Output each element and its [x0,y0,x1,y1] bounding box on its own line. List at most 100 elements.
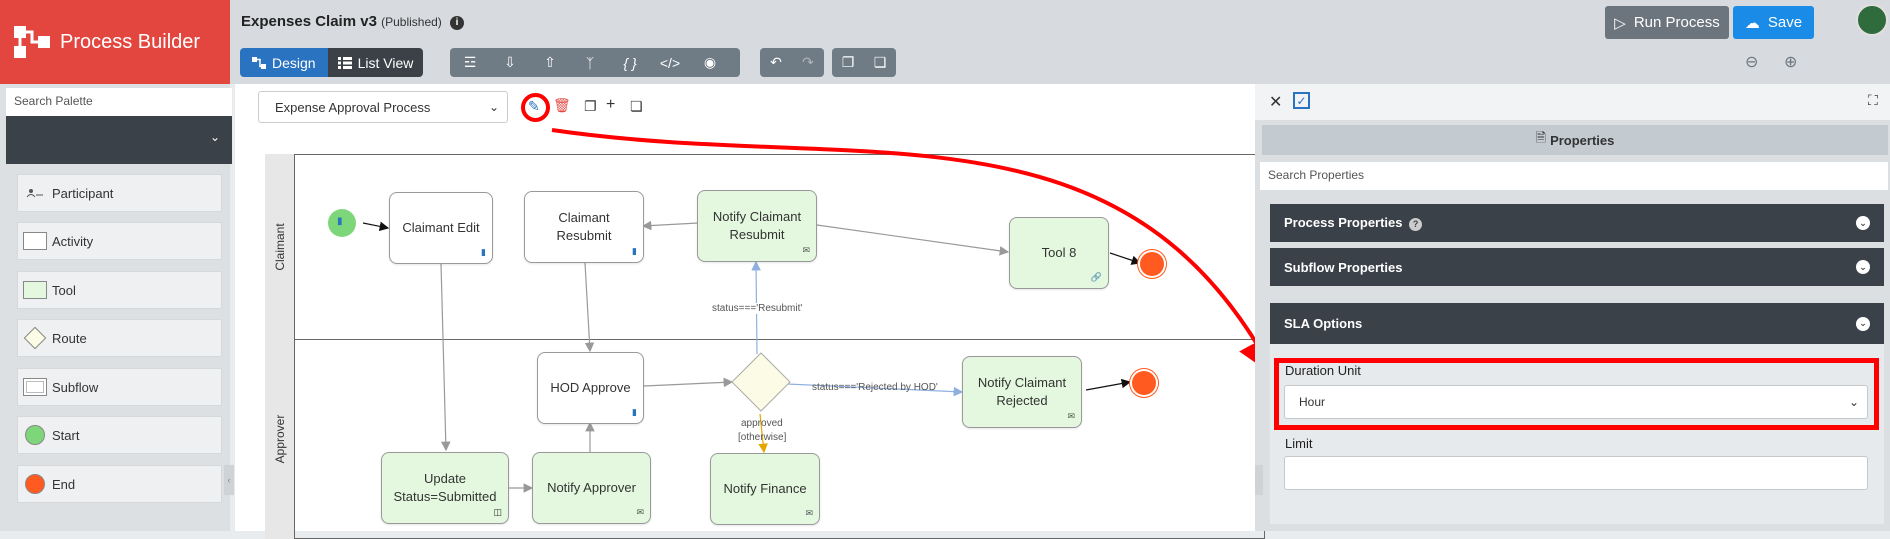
tool-tool-8[interactable]: Tool 8 🔗 [1009,217,1109,289]
process-select[interactable]: Expense Approval Process ⌄ [258,91,508,123]
palette-item-participant[interactable]: Participant [17,174,222,212]
copy-icon[interactable]: ❐ [841,54,855,70]
swimlane-label: Claimant [265,154,295,340]
palette-item-end[interactable]: End [17,465,222,503]
paste-process-icon[interactable]: ❏ [630,98,643,114]
import-icon[interactable]: ⇩ [504,54,516,70]
view-switcher: Design List View [240,48,424,77]
limit-label: Limit [1285,436,1313,451]
database-icon: ◫ [493,506,502,517]
palette-item-subflow[interactable]: Subflow [17,368,222,406]
run-process-label: Run Process [1633,14,1720,31]
process-properties-section[interactable]: Process Properties ? ⌄ [1270,204,1884,242]
palette-search-input[interactable]: Search Palette [6,88,232,116]
add-process-icon[interactable]: + [606,96,616,113]
variables-icon[interactable]: { } [623,54,637,71]
activity-claimant-edit[interactable]: Claimant Edit ▮ [389,192,493,264]
transition-label-rejected[interactable]: status==='Rejected by HOD' [812,382,938,393]
link-icon: 🔗 [1090,271,1102,282]
palette-category-dropdown[interactable]: ⌄ [6,116,232,164]
copy-process-icon[interactable]: ❐ [584,98,597,114]
palette-item-route[interactable]: Route [17,319,222,357]
transition-label-otherwise[interactable]: [otherwise] [738,432,787,443]
save-button[interactable]: ☁ Save [1733,6,1814,39]
node-label: HOD Approve [550,380,631,396]
transition-label-resubmit[interactable]: status==='Resubmit' [712,303,803,314]
palette-item-label: End [52,476,76,492]
subflow-icon [18,378,52,396]
form-icon: ▮ [337,216,343,227]
swimlane-label: Approver [265,339,295,539]
document-icon: 🗎 [1535,130,1547,145]
palette-item-activity[interactable]: Activity [17,222,222,260]
undo-icon[interactable]: ↶ [770,54,782,70]
paste-icon[interactable]: ❏ [873,54,887,70]
org-chart-icon[interactable]: ☲ [463,54,477,70]
activity-hod-approve[interactable]: HOD Approve ▮ [537,352,644,424]
duration-unit-select[interactable]: Hour ⌄ [1284,385,1868,419]
chevron-down-icon: ⌄ [1848,395,1859,409]
chevron-down-icon: ⌄ [488,100,499,114]
subflow-properties-section[interactable]: Subflow Properties ⌄ [1270,248,1884,286]
avatar[interactable] [1856,4,1888,36]
limit-input[interactable] [1284,456,1868,490]
edit-process-icon[interactable]: ✎ [528,98,540,114]
process-select-value: Expense Approval Process [275,99,431,115]
chevron-down-icon: ⌄ [1856,316,1870,331]
end-event-claimant[interactable] [1140,252,1164,276]
list-view-tab[interactable]: List View [327,48,424,77]
code-icon[interactable]: </> [659,54,681,71]
palette-collapse-handle[interactable]: ‹ [224,465,234,495]
node-label: Notify Finance [723,481,807,497]
panel-resize-handle[interactable] [1255,465,1263,495]
form-icon: ▮ [632,406,637,417]
zoom-in-icon[interactable]: ⊕ [1784,54,1798,71]
fullscreen-icon[interactable]: ⛶ [1868,92,1878,108]
info-icon[interactable]: i [449,16,464,30]
sla-options-section[interactable]: SLA Options ⌄ [1270,303,1884,344]
start-icon [18,425,52,445]
help-icon[interactable]: ? [1409,218,1423,231]
annotation-highlight-box [1274,358,1879,430]
export-icon[interactable]: ⇧ [544,54,556,70]
process-name: Expenses Claim v3 [241,13,377,30]
branch-icon[interactable]: ᛉ [585,54,595,71]
save-label: Save [1767,14,1803,31]
form-icon: ▮ [481,246,486,257]
properties-toolbar: ✕ ✓ ⛶ [1255,84,1890,120]
palette-item-tool[interactable]: Tool [17,271,222,309]
transition-label-approved[interactable]: approved [741,418,783,429]
delete-icon[interactable]: 🗑 [553,97,571,113]
process-builder-logo-icon [14,26,50,58]
design-tab[interactable]: Design [240,48,328,77]
palette-item-start[interactable]: Start [17,416,222,454]
zoom-out-icon[interactable]: ⊖ [1745,54,1759,71]
start-event[interactable]: ▮ [328,209,356,237]
email-icon: ✉ [636,506,644,517]
email-icon: ✉ [805,507,813,518]
tool-notify-approver[interactable]: Notify Approver ✉ [532,452,651,524]
redo-icon[interactable]: ↷ [802,54,814,70]
play-icon: ▷ [1614,14,1626,32]
close-icon[interactable]: ✕ [1269,94,1283,111]
publish-status: (Published) [381,15,442,29]
run-process-button[interactable]: ▷ Run Process [1605,6,1729,39]
list-icon [337,56,352,69]
checkbox-icon[interactable]: ✓ [1293,92,1310,109]
chevron-down-icon: ⌄ [1856,260,1870,274]
camera-icon[interactable]: ◉ [703,54,717,70]
end-event-approver[interactable] [1132,371,1156,395]
list-view-tab-label: List View [357,54,414,71]
duration-unit-label: Duration Unit [1285,363,1361,378]
tool-notify-finance[interactable]: Notify Finance ✉ [710,453,820,525]
palette-item-label: Start [52,427,80,443]
node-label: Claimant Edit [402,220,480,236]
properties-search-input[interactable]: Search Properties [1260,162,1888,190]
